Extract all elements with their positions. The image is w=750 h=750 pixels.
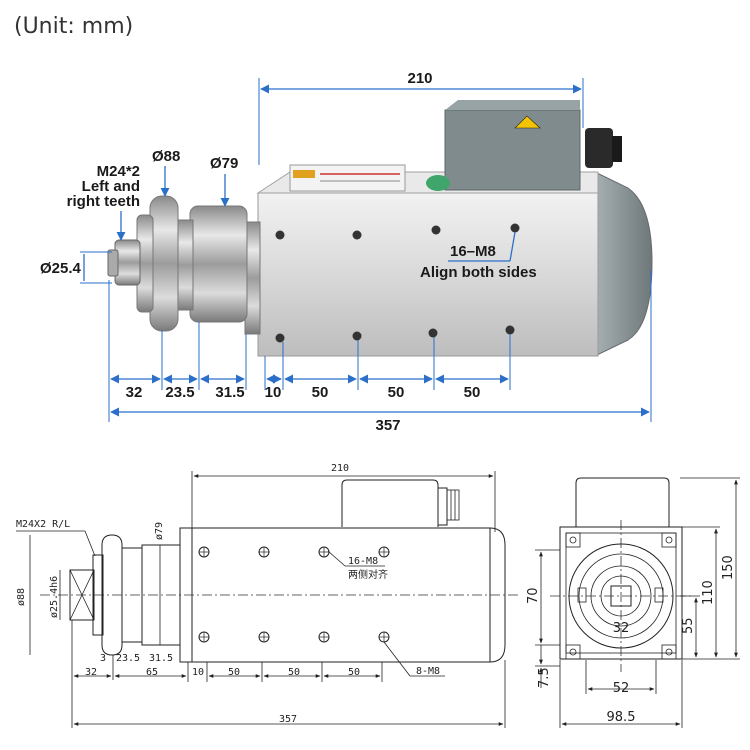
thread-label-3: right teeth: [67, 193, 140, 210]
draw-dim-65: 65: [146, 667, 158, 678]
dim-32: 32: [126, 384, 143, 401]
draw-thread-label: M24X2 R/L: [16, 519, 70, 530]
dim-d254: Ø25.4: [40, 260, 82, 277]
terminal-box: [444, 109, 581, 191]
thread-label-2: Left and: [82, 178, 140, 195]
spindle-photo: [107, 100, 653, 357]
motor-body: [257, 192, 599, 357]
rear-cap: [594, 171, 653, 357]
spindle-nut: [114, 239, 141, 286]
draw-dim-23-5: 23.5: [116, 653, 140, 664]
end-dim-52: 52: [613, 681, 630, 696]
end-dim-55: 55: [681, 617, 696, 634]
draw-d88: ø88: [16, 588, 27, 606]
draw-holes-label: 16-M8: [348, 556, 378, 567]
dim-50-c: 50: [464, 384, 481, 401]
holes-label: 16–M8: [450, 243, 496, 260]
draw-d254: ø25.4h6: [49, 576, 60, 618]
dim-50-b: 50: [388, 384, 405, 401]
green-sticker: [426, 175, 450, 191]
end-dim-7-5: 7.5: [537, 667, 552, 688]
end-dim-110: 110: [701, 580, 716, 605]
dim-31-5: 31.5: [215, 384, 244, 401]
end-dim-98-5: 98.5: [607, 710, 636, 725]
dim-210: 210: [407, 70, 432, 87]
end-dim-70: 70: [526, 587, 541, 604]
dim-50-a: 50: [312, 384, 329, 401]
draw-dim-210: 210: [331, 463, 349, 474]
draw-dim-357: 357: [279, 714, 297, 725]
draw-d79: ø79: [154, 522, 165, 540]
side-view-drawing: 210 16-M8 两侧对齐: [16, 463, 520, 728]
draw-dim-50-a: 50: [228, 667, 240, 678]
draw-dim-8m8: 8-M8: [416, 666, 440, 677]
draw-dim-31-5: 31.5: [149, 653, 173, 664]
draw-holes-align: 两侧对齐: [348, 568, 388, 581]
body-holes: [275, 223, 520, 343]
dim-23-5: 23.5: [165, 384, 194, 401]
draw-dim-32: 32: [85, 667, 97, 678]
dim-d88: Ø88: [152, 148, 180, 165]
draw-dim-50-b: 50: [288, 667, 300, 678]
draw-dim-50-c: 50: [348, 667, 360, 678]
flange: [149, 195, 179, 332]
draw-dim-10: 10: [192, 667, 204, 678]
end-dim-32: 32: [613, 621, 630, 636]
unit-label: (Unit: mm): [14, 14, 134, 39]
dim-357: 357: [375, 417, 400, 434]
chrome-housing: [189, 205, 248, 323]
cable-gland: [585, 128, 613, 168]
thread-label-1: M24*2: [97, 163, 140, 180]
draw-dim-3: 3: [100, 653, 106, 664]
align-label: Align both sides: [420, 264, 537, 281]
end-view-drawing: 150 110 55 70 32 7.5 52 98.5: [526, 477, 740, 728]
dim-10: 10: [265, 384, 282, 401]
dim-d79: Ø79: [210, 155, 238, 172]
end-dim-150: 150: [721, 555, 736, 580]
photo-dimensions: 210 Ø88 Ø79 M24*2 Left and right teeth Ø…: [40, 70, 652, 434]
